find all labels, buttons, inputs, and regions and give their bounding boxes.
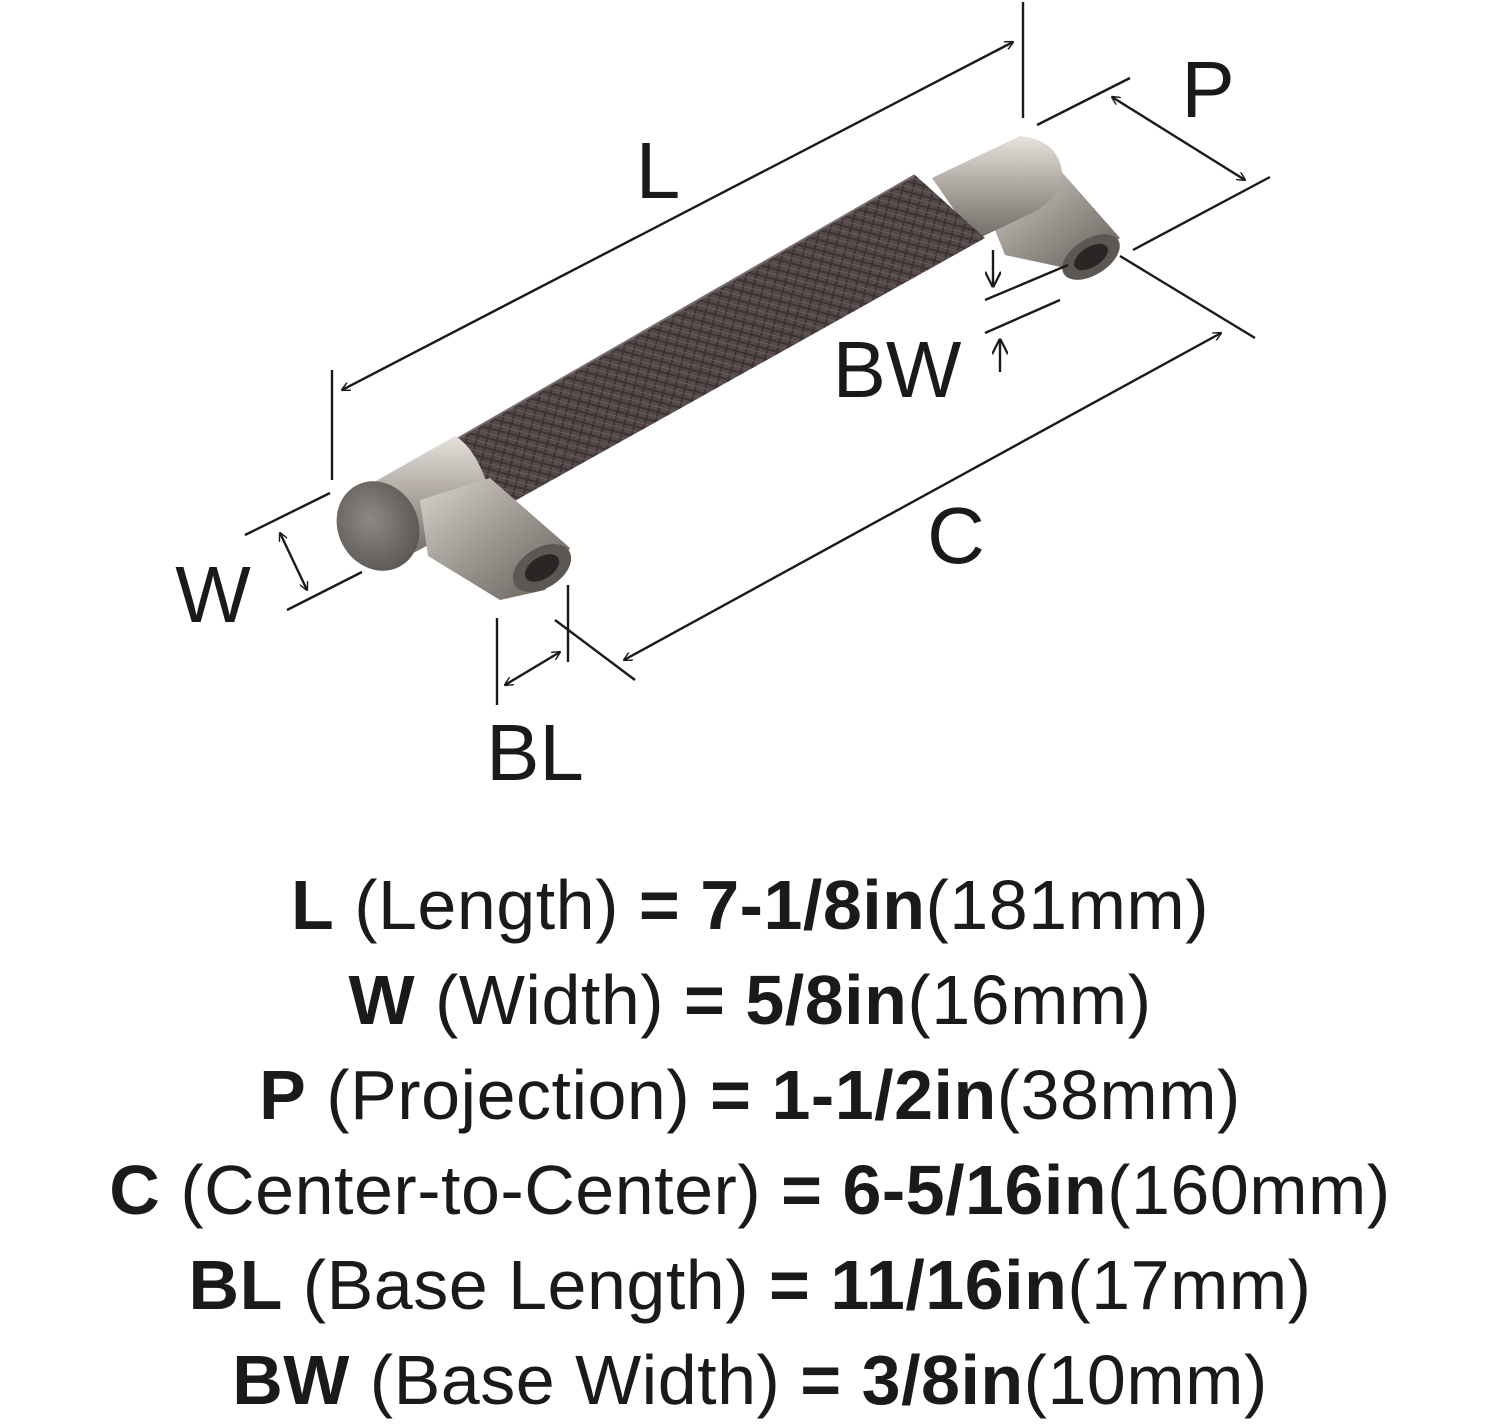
spec-metric: (16mm) <box>907 961 1152 1039</box>
spec-name: (Projection) <box>326 1056 691 1134</box>
spec-row-base-width: BW (Base Width) = 3/8in(10mm) <box>0 1333 1500 1428</box>
spec-equals: = <box>768 1246 811 1324</box>
spec-code: P <box>259 1056 307 1134</box>
spec-name: (Base Length) <box>302 1246 750 1324</box>
spec-imperial: 5/8in <box>745 961 908 1039</box>
spec-name: (Base Width) <box>369 1341 781 1419</box>
spec-metric: (160mm) <box>1107 1151 1391 1229</box>
p-dimension-arrow <box>1112 97 1245 180</box>
spec-row-length: L (Length) = 7-1/8in(181mm) <box>0 858 1500 953</box>
spec-name: (Length) <box>354 866 619 944</box>
spec-name: (Center-to-Center) <box>180 1151 762 1229</box>
l-dimension-arrow <box>342 42 1013 390</box>
spec-metric: (181mm) <box>925 866 1210 944</box>
bw-extension-bottom <box>984 298 1061 335</box>
cabinet-pull-handle <box>336 136 1120 600</box>
label-p: P <box>1181 45 1234 134</box>
label-l: L <box>636 126 681 215</box>
left-post <box>420 478 572 600</box>
w-extension-bottom <box>286 570 363 612</box>
c-dimension-arrow <box>624 333 1221 660</box>
spec-code: W <box>348 961 416 1039</box>
spec-equals: = <box>710 1056 752 1134</box>
spec-row-projection: P (Projection) = 1-1/2in(38mm) <box>0 1048 1500 1143</box>
spec-row-base-length: BL (Base Length) = 11/16in(17mm) <box>0 1238 1500 1333</box>
spec-row-center-to-center: C (Center-to-Center) = 6-5/16in(160mm) <box>0 1143 1500 1238</box>
c-extension-right <box>1119 254 1256 340</box>
spec-code: BW <box>232 1341 350 1419</box>
label-w: W <box>175 550 251 639</box>
dimension-specs-list: L (Length) = 7-1/8in(181mm) W (Width) = … <box>0 858 1500 1428</box>
spec-equals: = <box>638 866 681 944</box>
spec-equals: = <box>800 1341 842 1419</box>
spec-imperial: 3/8in <box>861 1341 1024 1419</box>
spec-code: C <box>109 1151 161 1229</box>
label-c: C <box>927 491 985 580</box>
spec-imperial: 11/16in <box>830 1246 1068 1324</box>
spec-imperial: 1-1/2in <box>771 1056 997 1134</box>
spec-equals: = <box>684 961 726 1039</box>
spec-metric: (10mm) <box>1023 1341 1268 1419</box>
spec-code: BL <box>188 1246 283 1324</box>
handle-dimension-diagram: L P BW C W BL <box>175 2 1271 797</box>
spec-code: L <box>290 866 335 944</box>
spec-row-width: W (Width) = 5/8in(16mm) <box>0 953 1500 1048</box>
spec-equals: = <box>781 1151 823 1229</box>
bl-dimension-arrow <box>505 652 560 685</box>
spec-imperial: 7-1/8in <box>700 866 926 944</box>
p-extension-top <box>1036 76 1131 127</box>
spec-metric: (38mm) <box>996 1056 1241 1134</box>
dimension-lines <box>244 2 1271 705</box>
label-bw: BW <box>833 325 962 414</box>
bw-extension-top <box>984 263 1069 302</box>
spec-imperial: 6-5/16in <box>842 1151 1108 1229</box>
spec-name: (Width) <box>435 961 665 1039</box>
w-extension-top <box>244 491 331 537</box>
spec-metric: (17mm) <box>1067 1246 1312 1324</box>
p-extension-bottom <box>1132 175 1271 252</box>
label-bl: BL <box>486 708 584 797</box>
w-dimension-arrow <box>280 533 307 590</box>
